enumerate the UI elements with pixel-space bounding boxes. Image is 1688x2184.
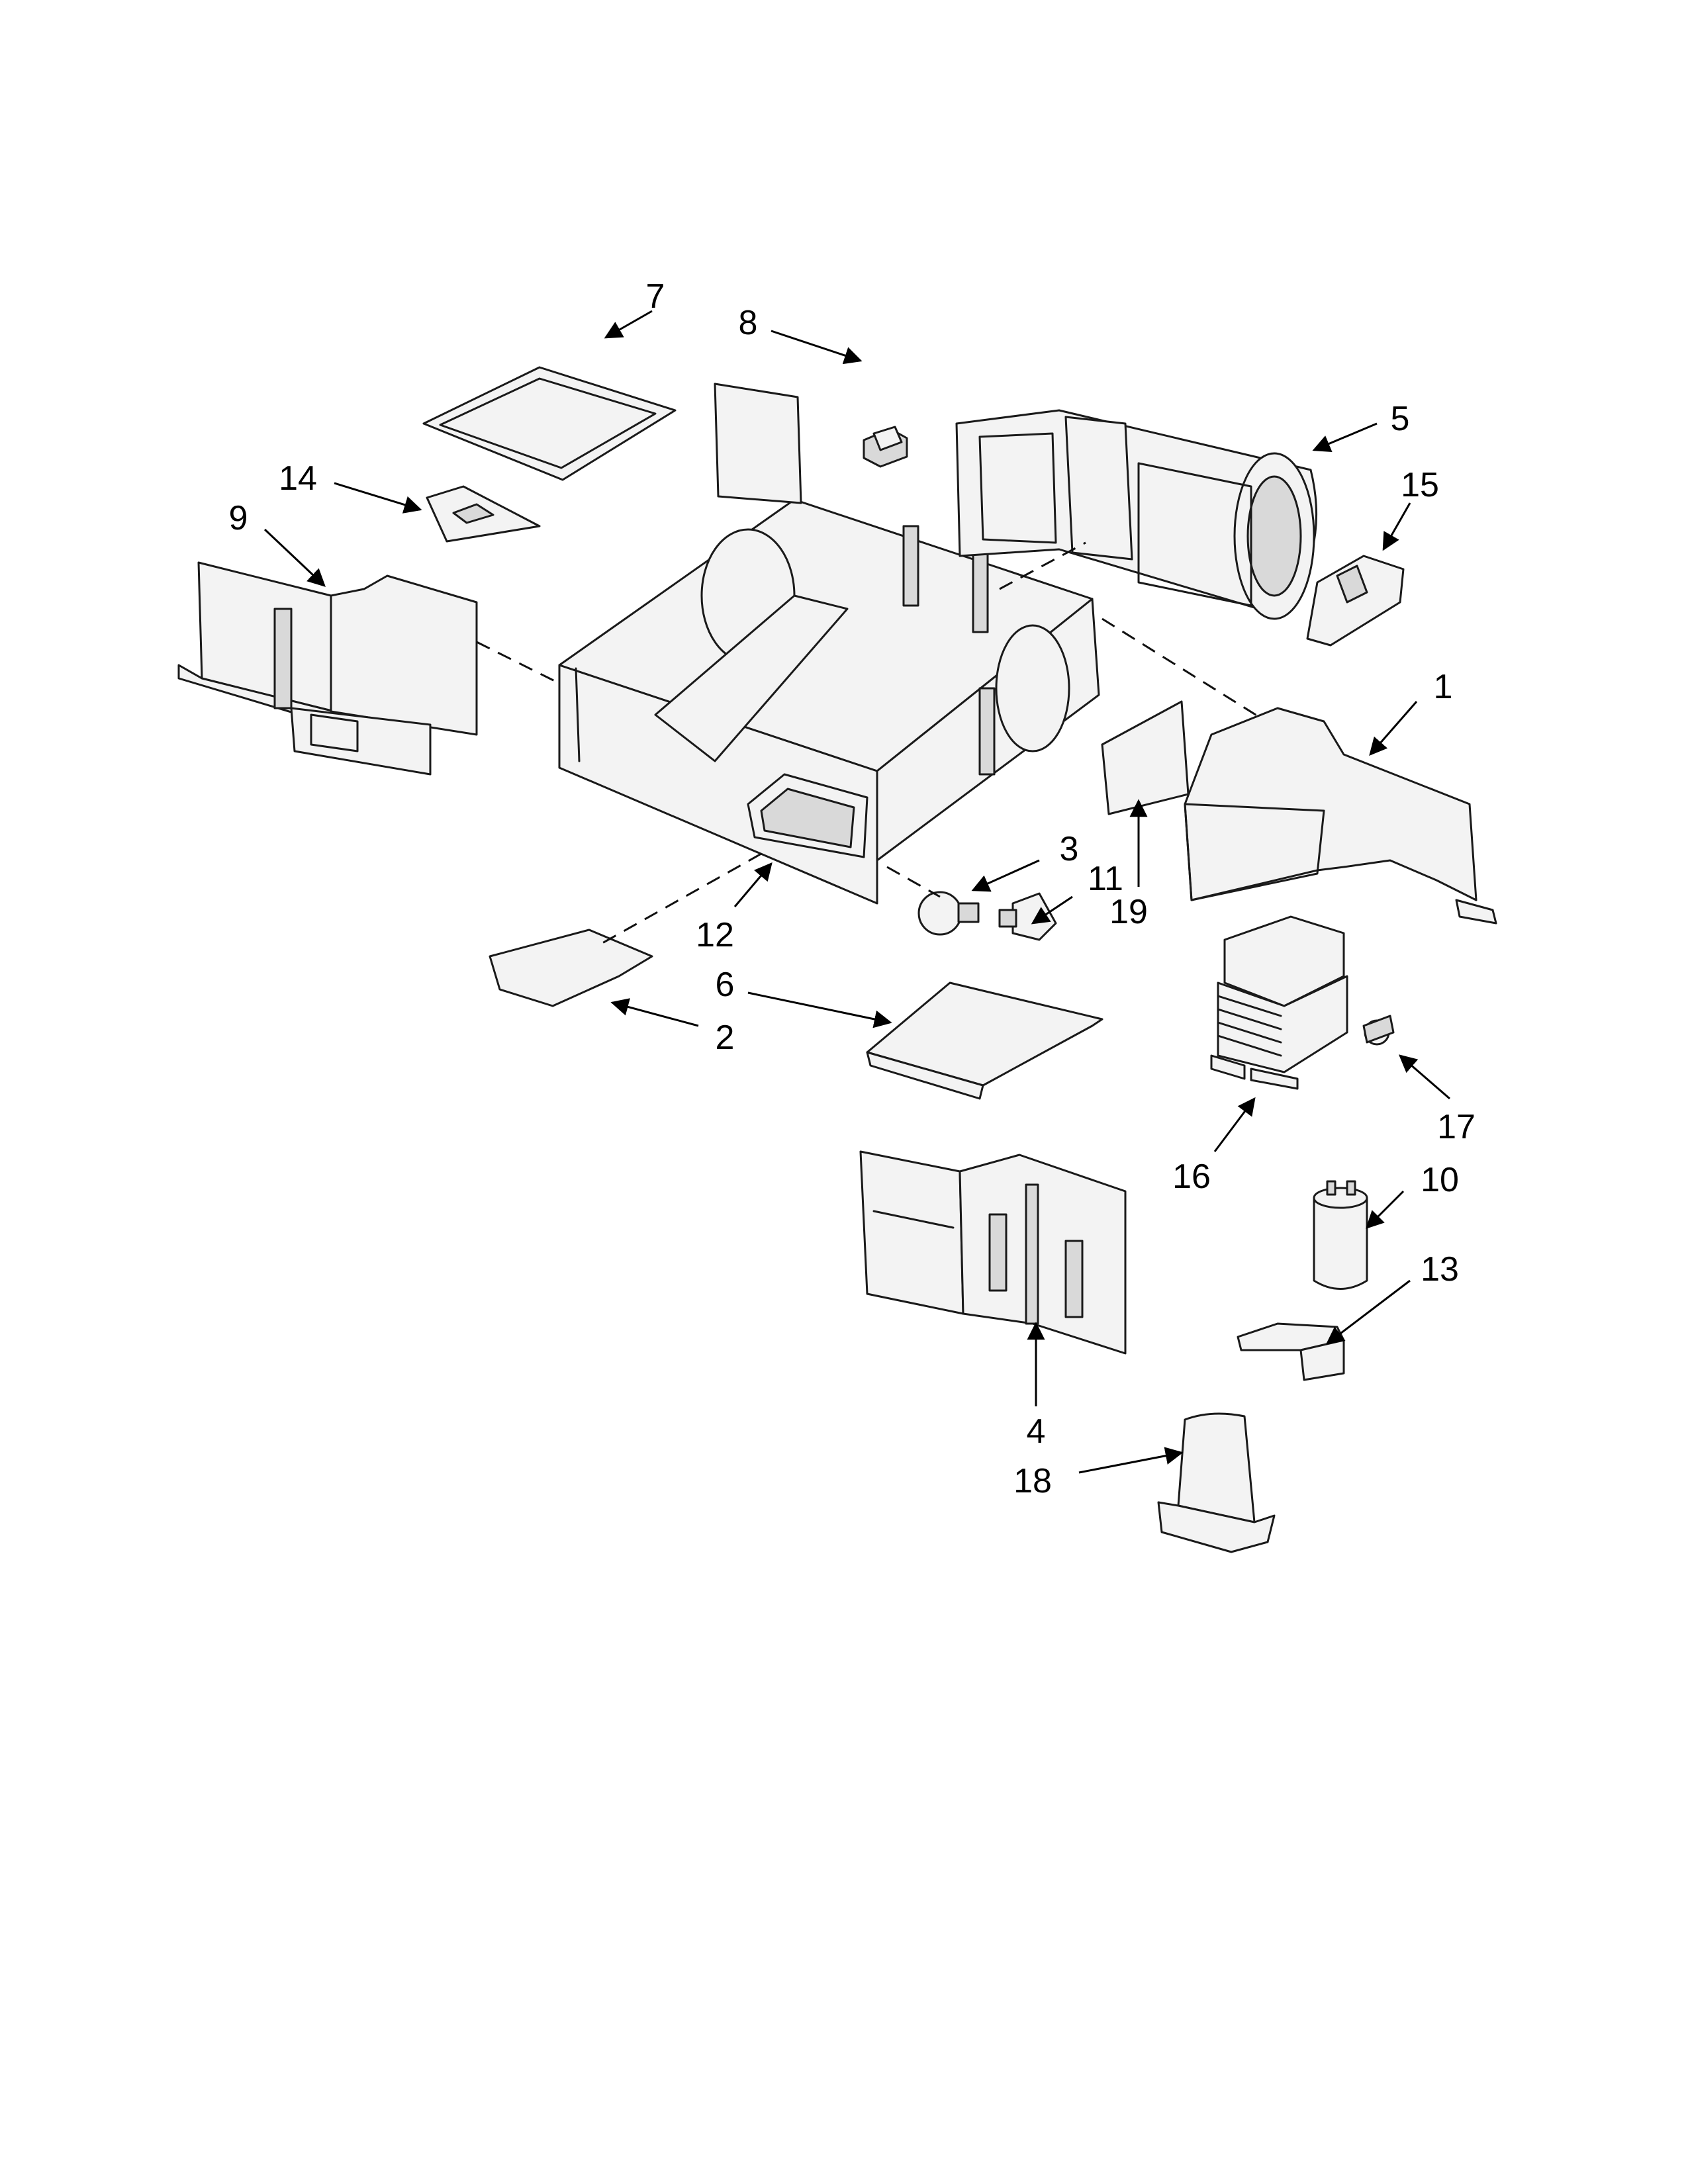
part-7-filter-frame bbox=[422, 366, 677, 481]
callout-8: 8 bbox=[739, 304, 758, 342]
part-16-transformer bbox=[1210, 915, 1348, 1090]
callout-12: 12 bbox=[696, 916, 734, 954]
callout-1: 1 bbox=[1434, 668, 1453, 706]
callout-10: 10 bbox=[1421, 1161, 1459, 1199]
part-9-air-duct bbox=[177, 561, 478, 776]
leader-16 bbox=[1213, 1097, 1256, 1152]
callout-18: 18 bbox=[1013, 1462, 1052, 1500]
callout-9: 9 bbox=[229, 499, 248, 537]
leader-12 bbox=[733, 862, 773, 907]
part-5-blower-fan bbox=[955, 409, 1317, 620]
leader-10 bbox=[1366, 1190, 1405, 1229]
part-18-duct-adapter bbox=[1157, 1412, 1276, 1553]
leader-1 bbox=[1369, 701, 1418, 756]
part-13-capacitor-bracket bbox=[1237, 1322, 1345, 1381]
callout-11: 11 bbox=[1088, 860, 1123, 898]
callout-17: 17 bbox=[1437, 1108, 1476, 1146]
leader-2 bbox=[610, 998, 699, 1027]
leader-5 bbox=[1312, 422, 1378, 453]
part-14-plate bbox=[426, 485, 541, 543]
leader-6 bbox=[747, 991, 892, 1028]
callout-2: 2 bbox=[716, 1019, 735, 1057]
leader-13 bbox=[1325, 1279, 1411, 1345]
part-10-capacitor bbox=[1313, 1180, 1368, 1290]
leader-14 bbox=[334, 482, 422, 514]
leader-9 bbox=[263, 528, 326, 587]
leader-15 bbox=[1382, 502, 1411, 551]
leader-arrows bbox=[263, 310, 1450, 1474]
part-1-air-guide bbox=[1184, 707, 1497, 925]
leader-17 bbox=[1398, 1054, 1450, 1100]
callout-19: 19 bbox=[1109, 893, 1148, 931]
part-3-lamp bbox=[917, 891, 980, 936]
callout-numbers: 1 2 3 4 5 6 7 8 9 10 11 12 13 14 15 16 1… bbox=[229, 277, 1476, 1500]
callout-14: 14 bbox=[279, 459, 317, 498]
callout-16: 16 bbox=[1172, 1158, 1211, 1196]
part-8-connector bbox=[863, 426, 908, 468]
callout-13: 13 bbox=[1421, 1250, 1459, 1289]
assembly-lines bbox=[476, 541, 1262, 944]
callout-3: 3 bbox=[1060, 830, 1079, 868]
leader-8 bbox=[771, 330, 863, 365]
leader-3 bbox=[971, 859, 1040, 892]
leader-11 bbox=[1031, 895, 1073, 925]
leader-7 bbox=[604, 310, 653, 339]
part-19-plate bbox=[1101, 700, 1190, 815]
part-11-lamp-socket bbox=[998, 892, 1057, 941]
part-12-cavity-base bbox=[558, 383, 1100, 905]
callout-4: 4 bbox=[1027, 1412, 1046, 1451]
part-17-thermal-cutoff bbox=[1362, 1015, 1395, 1046]
part-15-terminal-block bbox=[1306, 555, 1405, 647]
part-2-cover-plate bbox=[489, 929, 653, 1007]
leader-18 bbox=[1078, 1447, 1184, 1474]
callout-15: 15 bbox=[1401, 466, 1439, 504]
part-4-side-panel bbox=[859, 1150, 1127, 1355]
callout-5: 5 bbox=[1391, 400, 1410, 438]
callout-6: 6 bbox=[716, 966, 735, 1004]
part-6-bottom-plate bbox=[866, 981, 1103, 1100]
callout-7: 7 bbox=[646, 277, 665, 316]
